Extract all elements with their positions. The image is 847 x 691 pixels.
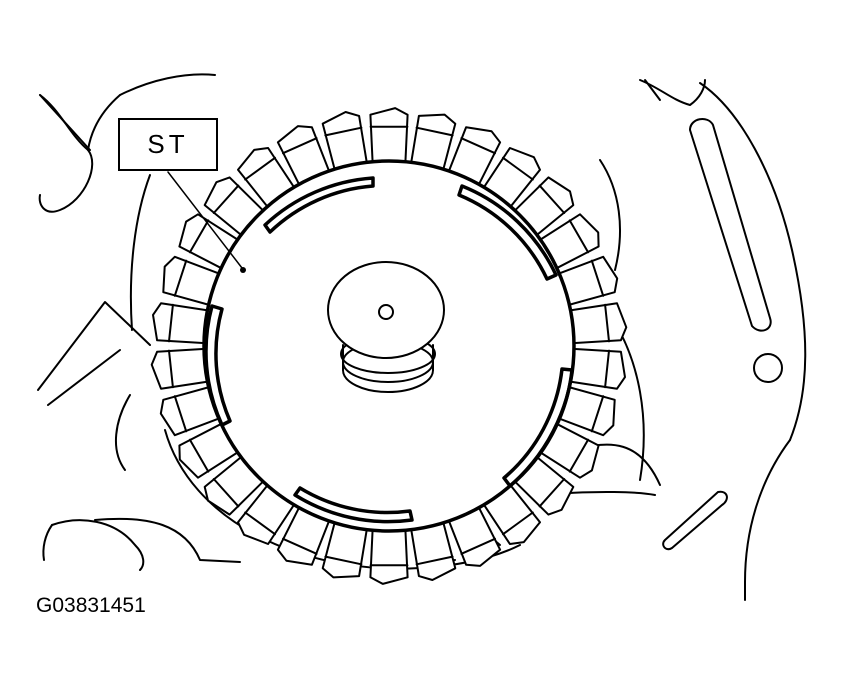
gear-tooth-edge — [568, 219, 590, 254]
gear-tooth-edge — [282, 537, 318, 555]
gear-tooth-edge — [173, 259, 188, 297]
center-hub — [327, 261, 445, 393]
friction-pads — [204, 176, 574, 524]
gear-tooth-edge — [590, 259, 605, 297]
gear-tooth-edge — [590, 395, 605, 433]
callout-label: ST — [147, 129, 189, 159]
gear-tooth-edge — [415, 555, 454, 566]
gear-tooth-edge — [212, 184, 240, 214]
gear-tooth-edge — [604, 303, 610, 343]
gear-tooth-edge — [324, 126, 363, 137]
gear-tooth-edge — [538, 478, 566, 508]
gear-tooth-edge — [188, 438, 210, 473]
gear-tooth-edge — [188, 219, 210, 254]
gear-tooth-edge — [538, 184, 566, 214]
gear-tooth-edge — [460, 537, 496, 555]
gear-tooth-edge — [282, 137, 318, 155]
gear-tooth-edge — [502, 511, 534, 536]
gear-tooth-edge — [212, 478, 240, 508]
gear-tooth-edge — [244, 156, 276, 181]
gear-tooth-edge — [244, 511, 276, 536]
gear-tooth-edge — [502, 156, 534, 181]
gear-tooth-edge — [568, 438, 590, 473]
gear-tooth-edge — [415, 126, 454, 137]
gear-tooth-edge — [168, 303, 174, 343]
gear-tooth-edge — [604, 349, 610, 389]
callout-leader — [167, 171, 246, 273]
gear-tooth-edge — [460, 137, 496, 155]
gear-tooth-edge — [324, 555, 363, 566]
figure-id: G03831451 — [36, 594, 146, 617]
gear-tooth-edge — [173, 395, 188, 433]
gear-tooth-edge — [168, 349, 174, 389]
special-tool-callout: ST — [118, 118, 218, 171]
